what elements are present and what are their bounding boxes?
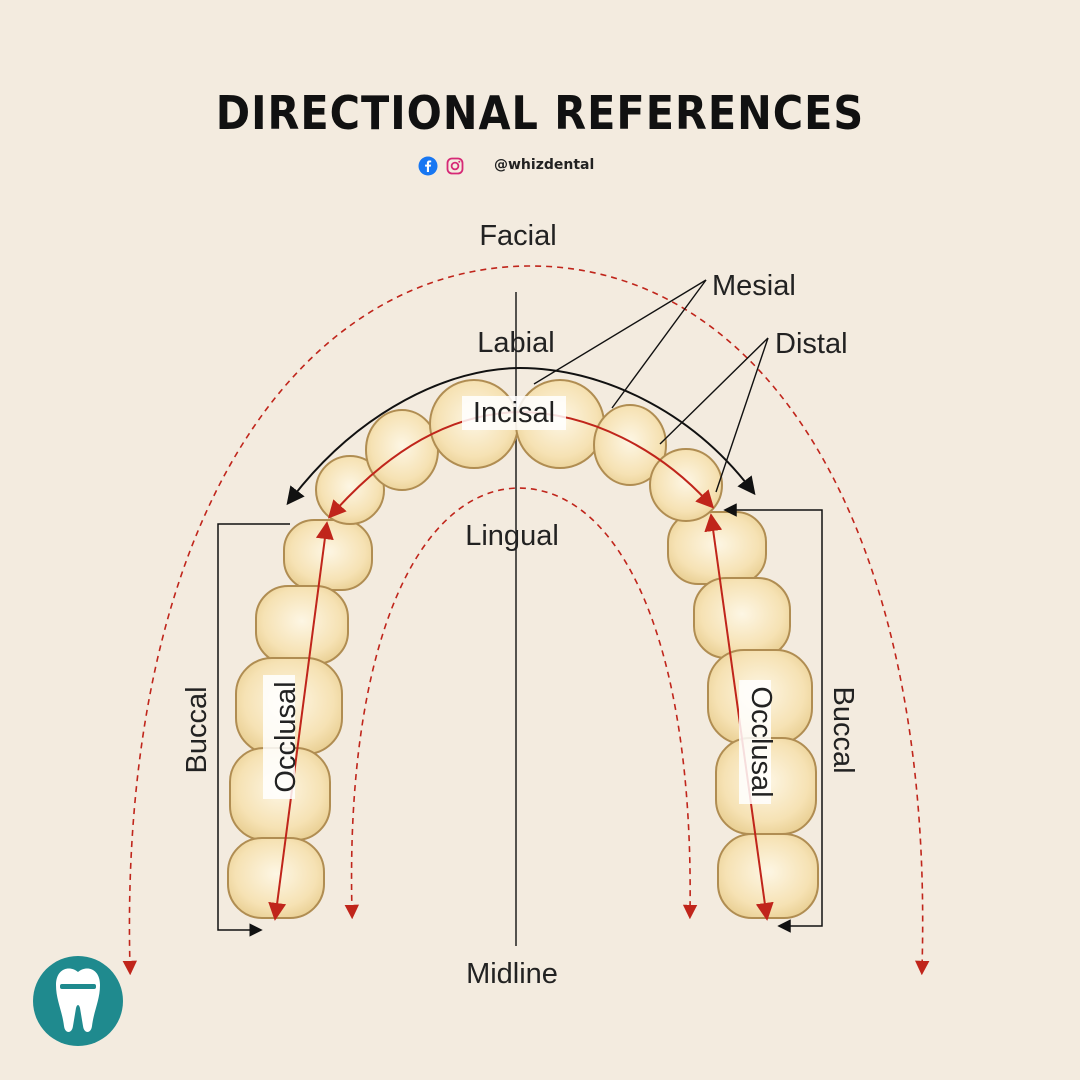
mesial-pointers (533, 279, 707, 409)
label-distal: Distal (775, 328, 848, 360)
facial-dashed-arc (122, 265, 930, 976)
brand-logo[interactable] (33, 956, 123, 1046)
tooth-left-lateral-incisor (365, 409, 439, 491)
lingual-dashed-arc (344, 487, 698, 920)
distal-pointers (659, 337, 769, 493)
tooth-right-second-premolar (693, 577, 791, 659)
label-mesial: Mesial (712, 270, 796, 302)
tooth-left-second-premolar (255, 585, 349, 665)
label-lingual: Lingual (465, 520, 559, 552)
incisal-label-bg (462, 396, 566, 430)
social-handle: @whizdental (494, 157, 595, 173)
page-title: DIRECTIONAL REFERENCES (215, 86, 865, 140)
occlusal-left-arrow (268, 521, 334, 921)
buccal-right-bracket (723, 503, 823, 933)
tooth-right-third-molar (717, 833, 819, 919)
occlusal-left-label-bg (263, 675, 295, 799)
label-labial: Labial (477, 327, 554, 359)
occlusal-right-label-bg (739, 680, 771, 804)
label-occlusal-right: Occlusal (745, 686, 777, 797)
label-midline: Midline (466, 958, 558, 990)
instagram-icon[interactable] (446, 157, 464, 175)
tooth-right-first-premolar (667, 511, 767, 585)
tooth-left-first-premolar (283, 519, 373, 591)
social-icons (418, 156, 464, 176)
label-incisal: Incisal (473, 397, 555, 429)
labial-black-arc (286, 366, 756, 506)
label-occlusal-left: Occlusal (270, 681, 302, 792)
label-buccal-right: Buccal (827, 686, 859, 773)
facebook-icon[interactable] (418, 156, 438, 176)
label-facial: Facial (479, 220, 556, 252)
label-buccal-left: Buccal (181, 686, 213, 773)
buccal-left-bracket (217, 523, 290, 937)
